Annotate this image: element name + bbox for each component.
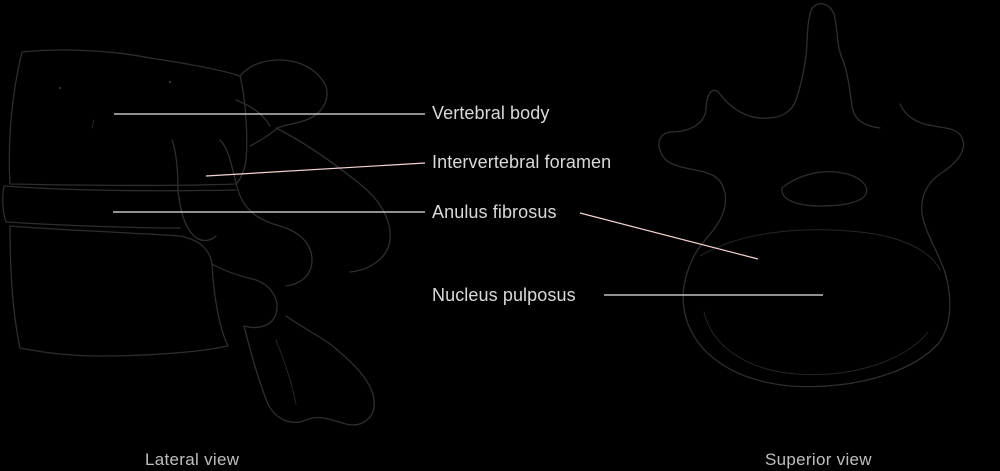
superior-view-drawing xyxy=(658,3,965,388)
superior-left-transverse xyxy=(658,89,965,388)
lateral-view-caption: Lateral view xyxy=(145,450,240,469)
lower-spinous-process xyxy=(243,315,375,426)
annulus-inner-ring xyxy=(703,311,929,376)
nucleus-pulposus-label: Nucleus pulposus xyxy=(432,285,576,305)
body-dot xyxy=(58,86,62,90)
superior-view-caption: Superior view xyxy=(765,450,872,469)
intervertebral-foramen-leader-line xyxy=(205,162,426,177)
upper-posterior-elements xyxy=(239,59,328,147)
annulus-ring-2 xyxy=(699,229,941,271)
lower-articular-process xyxy=(275,339,297,405)
body-mark xyxy=(91,119,95,129)
lower-vertebral-body xyxy=(9,225,229,357)
upper-vertebral-body xyxy=(8,49,248,187)
vertebral-canal xyxy=(781,170,868,207)
vertebral-body-label: Vertebral body xyxy=(432,103,550,123)
superior-spinous-process xyxy=(811,3,881,129)
lower-pedicle xyxy=(211,263,278,329)
upper-spinous-process xyxy=(275,127,391,273)
superior-spinous-process-left xyxy=(767,7,813,119)
upper-pedicle xyxy=(235,99,271,127)
intervertebral-foramen-label: Intervertebral foramen xyxy=(432,152,612,172)
facet-column xyxy=(219,139,313,287)
foramen-outline xyxy=(171,139,217,242)
anulus-fibrosus-label: Anulus fibrosus xyxy=(432,202,557,222)
anulus-fibrosus-leader-right xyxy=(579,212,759,260)
lateral-view-drawing xyxy=(2,49,391,426)
body-dot xyxy=(168,80,172,84)
disc-outline xyxy=(2,185,237,229)
